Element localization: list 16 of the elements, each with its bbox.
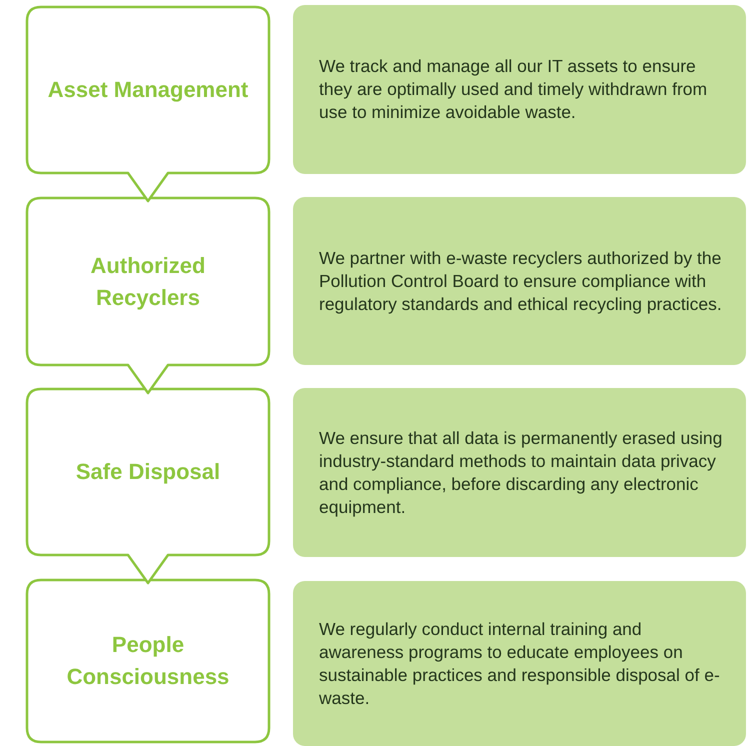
callout-bubble [25,5,271,203]
callout-bubble [25,196,271,395]
callout-bubble [25,578,271,744]
description-card [293,5,746,174]
step-title: Authorized Recyclers [90,252,206,312]
description-text: We regularly conduct internal training and awareness programs to educate employees on sustainable practices and responsible disposal of e-waste. [319,618,721,710]
description-card [293,581,746,746]
description-text: We ensure that all data is permanently erased using industry-standard methods to maintain data privacy and compliance, before discarding any electronic equipment. [319,426,724,518]
step-title: Asset Management [48,76,248,104]
description-card [293,197,746,365]
description-text: We partner with e-waste recyclers authorized by the Pollution Control Board to ensure compliance with regulatory standards and ethical recycling practices. [319,246,723,316]
step-title: Safe Disposal [76,458,220,486]
callout-bubble [25,387,271,585]
description-text: We track and manage all our IT assets to ensure they are optimally used and timely withdrawn from use to minimize avoidable waste. [319,55,708,124]
step-title: People Consciousness [66,631,230,691]
description-card [293,388,746,557]
